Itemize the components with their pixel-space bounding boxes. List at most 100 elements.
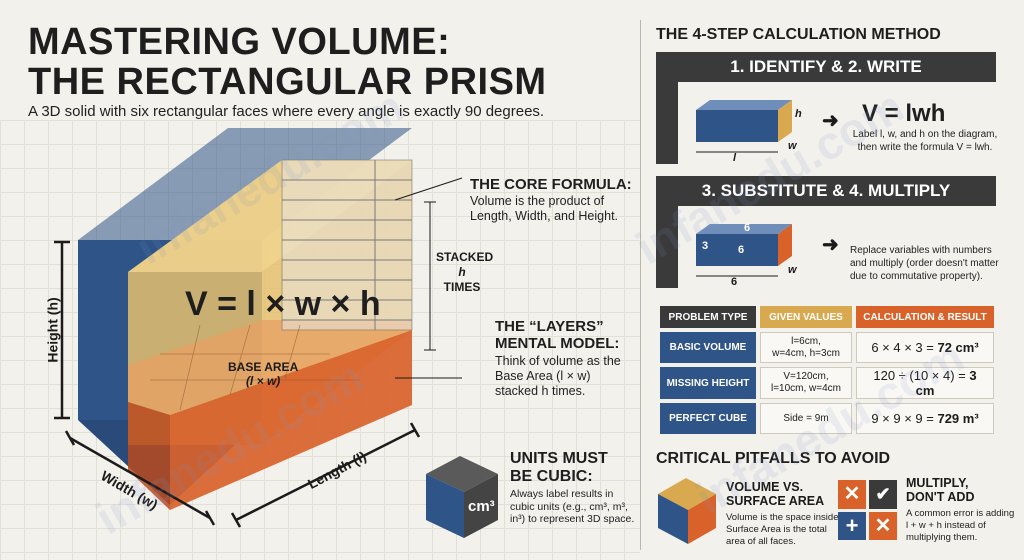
column-divider bbox=[640, 20, 641, 550]
pitfalls-heading: CRITICAL PITFALLS TO AVOID bbox=[656, 450, 891, 467]
prism-top-back bbox=[78, 128, 412, 240]
core-formula-line-1: Volume is the product of bbox=[470, 194, 605, 208]
given-line: l=10cm, w=4cm bbox=[770, 383, 842, 394]
calc-result: 3 cm bbox=[915, 368, 977, 398]
table-header: PROBLEM TYPE bbox=[660, 306, 756, 328]
step2-w: w bbox=[788, 264, 797, 276]
prism-base-side bbox=[128, 402, 170, 510]
units-text: Always label results in cubic units (e.g… bbox=[510, 488, 634, 526]
step1-note-line-2: then write the formula V = lwh. bbox=[857, 142, 993, 153]
step2-prism bbox=[696, 224, 792, 277]
prism-base-front bbox=[170, 330, 412, 510]
calc-text: 120 ÷ (10 × 4) = bbox=[873, 368, 970, 383]
step1-l: l bbox=[733, 152, 737, 164]
calc-text: 9 × 9 × 9 = bbox=[871, 411, 938, 426]
step2-note-line-3: due to commutative property). bbox=[850, 271, 983, 282]
title-line-2: THE RECTANGULAR PRISM bbox=[28, 61, 547, 103]
layers-title-line-1: THE “LAYERS” bbox=[495, 318, 604, 335]
volume-surface-cube-icon bbox=[658, 478, 716, 544]
table-row: BASIC VOLUME l=6cm,w=4cm, h=3cm 6 × 4 × … bbox=[660, 332, 994, 363]
table-cell-calc: 6 × 4 × 3 = 72 cm³ bbox=[856, 332, 994, 363]
stacked-line-3: TIMES bbox=[443, 280, 481, 294]
pitfall2-line-1: A common error is adding bbox=[906, 508, 1015, 519]
core-formula-line-2: Length, Width, and Height. bbox=[470, 209, 619, 223]
cube-unit-label: cm³ bbox=[468, 498, 495, 515]
given-line: Side = 9m bbox=[783, 412, 829, 424]
step2-top: 6 bbox=[744, 222, 751, 234]
stacked-line-1: STACKED bbox=[436, 250, 494, 264]
layers-line-3: stacked h times. bbox=[495, 384, 586, 398]
examples-table: PROBLEM TYPE GIVEN VALUES CALCULATION & … bbox=[656, 302, 998, 438]
cube-icon bbox=[426, 456, 498, 538]
table-cell-given: l=6cm,w=4cm, h=3cm bbox=[760, 332, 852, 363]
base-area-label: BASE AREA (l × w) bbox=[228, 360, 298, 388]
base-area-line-2: (l × w) bbox=[245, 374, 281, 388]
method-heading: THE 4-STEP CALCULATION METHOD bbox=[656, 26, 941, 43]
stacked-label: STACKED h TIMES bbox=[436, 250, 494, 295]
dimension-lines bbox=[54, 240, 421, 528]
given-line: w=4cm, h=3cm bbox=[772, 347, 840, 359]
pitfall2-title-line-2: DON'T ADD bbox=[906, 490, 975, 504]
step1-note: Label l, w, and h on the diagram, then w… bbox=[850, 128, 1000, 154]
layers-line-2: Base Area (l × w) bbox=[495, 369, 591, 383]
layers-title-line-2: MENTAL MODEL: bbox=[495, 335, 620, 352]
pitfall1-title-line-1: VOLUME VS. bbox=[726, 480, 804, 494]
step1-prism bbox=[696, 100, 792, 153]
pitfall1-line-1: Volume is the space inside; bbox=[726, 512, 842, 523]
table-cell-calc: 120 ÷ (10 × 4) = 3 cm bbox=[856, 367, 994, 399]
table-row: PERFECT CUBE Side = 9m 9 × 9 × 9 = 729 m… bbox=[660, 403, 994, 434]
step1-note-line-1: Label l, w, and h on the diagram, bbox=[852, 129, 998, 140]
pitfall2-title-line-1: MULTIPLY, bbox=[906, 476, 969, 490]
pitfall1-line-2: Surface Area is the total bbox=[726, 524, 827, 535]
units-line-3: in³) to represent 3D space. bbox=[510, 513, 635, 525]
calc-text: 6 × 4 × 3 = bbox=[871, 340, 938, 355]
main-formula: V = l × w × h bbox=[185, 285, 381, 323]
pitfall1-title: VOLUME VS. SURFACE AREA bbox=[726, 480, 824, 508]
multiply-add-icons: ✕ ✔ + ✕ bbox=[838, 480, 898, 540]
step2-note-line-2: and multiply (order doesn't matter bbox=[850, 258, 999, 269]
prism-diagram bbox=[54, 128, 463, 528]
given-line: V=120cm, bbox=[783, 371, 829, 382]
units-line-2: cubic units (e.g., cm³, m³, bbox=[510, 500, 628, 513]
calc-result: 729 m³ bbox=[937, 411, 979, 426]
step1-h: h bbox=[795, 108, 802, 120]
layers-text: Think of volume as the Base Area (l × w)… bbox=[495, 354, 621, 399]
step1-w: w bbox=[788, 140, 797, 152]
step2-bar: 3. SUBSTITUTE & 4. MULTIPLY bbox=[656, 176, 996, 206]
table-cell-type: BASIC VOLUME bbox=[660, 332, 756, 363]
step2-front: 6 bbox=[738, 244, 745, 256]
step2-note-line-1: Replace variables with numbers bbox=[850, 245, 992, 256]
units-title: UNITS MUST BE CUBIC: bbox=[510, 450, 608, 486]
step1-arrow-icon: ➜ bbox=[822, 110, 839, 132]
step1-bar: 1. IDENTIFY & 2. WRITE bbox=[656, 52, 996, 82]
table-cell-type: PERFECT CUBE bbox=[660, 403, 756, 434]
pitfall2-line-3: multiplying them. bbox=[906, 532, 978, 543]
check-icon: ✔ bbox=[869, 480, 897, 509]
pitfall1-text: Volume is the space inside; Surface Area… bbox=[726, 512, 841, 548]
units-title-line-1: UNITS MUST bbox=[510, 450, 608, 467]
table-header: CALCULATION & RESULT bbox=[856, 306, 994, 328]
base-area-line-1: BASE AREA bbox=[228, 360, 299, 374]
pitfall1-title-line-2: SURFACE AREA bbox=[726, 494, 825, 508]
layers-title: THE “LAYERS” MENTAL MODEL: bbox=[495, 318, 619, 352]
core-formula-title: THE CORE FORMULA: bbox=[470, 176, 632, 193]
height-label: Height (h) bbox=[44, 297, 61, 363]
stacked-line-2: h bbox=[458, 265, 466, 279]
table-header: GIVEN VALUES bbox=[760, 306, 852, 328]
step1-formula: V = lwh bbox=[862, 100, 946, 127]
pitfall1-line-3: area of all faces. bbox=[726, 536, 796, 547]
table-row: MISSING HEIGHT V=120cm,l=10cm, w=4cm 120… bbox=[660, 367, 994, 399]
pitfall2-text: A common error is adding l + w + h inste… bbox=[906, 508, 1014, 544]
given-line: l=6cm, bbox=[791, 335, 821, 347]
step2-arrow-icon: ➜ bbox=[822, 234, 839, 256]
calc-result: 72 cm³ bbox=[937, 340, 979, 355]
title-line-1: MASTERING VOLUME: bbox=[28, 21, 451, 63]
plus-icon: + bbox=[838, 511, 866, 540]
step2-note: Replace variables with numbers and multi… bbox=[850, 244, 1000, 283]
layers-line-1: Think of volume as the bbox=[495, 354, 621, 368]
core-formula-text: Volume is the product of Length, Width, … bbox=[470, 194, 618, 224]
page-title: MASTERING VOLUME: THE RECTANGULAR PRISM bbox=[28, 22, 547, 102]
pitfall2-title: MULTIPLY, DON'T ADD bbox=[906, 476, 974, 504]
stacked-layers bbox=[281, 159, 413, 331]
step2-left: 3 bbox=[702, 240, 709, 252]
